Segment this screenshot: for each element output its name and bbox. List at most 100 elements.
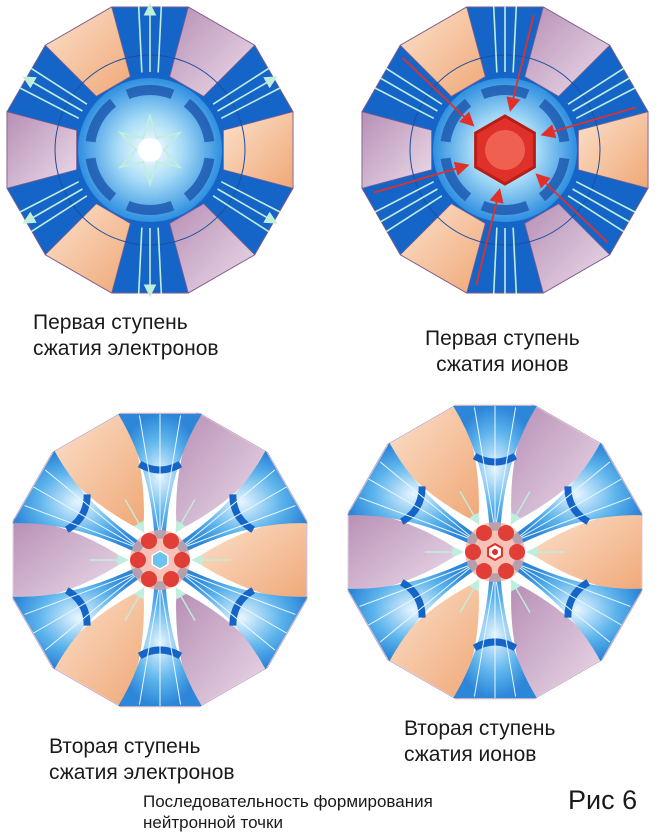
field-line	[521, 565, 631, 607]
field-line	[157, 227, 163, 294]
electron-stage-1-svg	[6, 2, 294, 298]
field-line	[379, 188, 438, 223]
ion-lobe	[498, 563, 514, 580]
caption-line: сжатия ионов	[436, 353, 569, 376]
channel	[175, 566, 308, 670]
inward-arrow	[510, 579, 531, 613]
sector	[199, 518, 307, 602]
field-line	[374, 181, 435, 213]
ion-lobe	[509, 544, 525, 560]
footer-line: Последовательность формирования	[143, 792, 433, 811]
field-line	[368, 478, 470, 538]
sector	[44, 203, 131, 294]
field-line	[160, 589, 182, 705]
channel	[510, 558, 643, 662]
field-line	[473, 407, 495, 523]
field-line	[572, 77, 631, 112]
field-line	[185, 574, 287, 634]
field-line	[359, 497, 469, 539]
ion-cluster-core	[485, 130, 525, 170]
electron-stage-2-svg	[12, 412, 308, 708]
ion-stage-2-svg	[347, 404, 643, 700]
inward-arrow	[175, 587, 196, 621]
ion-lobe	[174, 552, 190, 568]
field-line	[160, 415, 182, 531]
sector	[511, 584, 605, 700]
sector	[385, 404, 479, 520]
field-line	[520, 478, 622, 538]
field-line	[212, 67, 270, 105]
field-line	[519, 567, 611, 643]
field-line	[184, 469, 276, 545]
ion-arrow	[373, 161, 470, 194]
field-line	[473, 581, 495, 697]
field-line	[157, 6, 163, 73]
caption-line: сжатия электронов	[49, 761, 235, 784]
field-line	[185, 486, 287, 546]
sector	[176, 412, 270, 528]
figure-description: Последовательность формирования нейтронн…	[143, 791, 433, 833]
core-pole	[183, 157, 215, 202]
field-line	[137, 227, 143, 294]
caption-ion-stage-2: Вторая ступень сжатия ионов	[404, 716, 555, 768]
caption-line: Вторая ступень	[404, 717, 556, 740]
channel	[175, 450, 308, 554]
field-line	[359, 565, 469, 607]
inward-arrow	[459, 579, 480, 613]
field-line	[368, 566, 470, 626]
sector	[44, 6, 131, 97]
field-line	[575, 87, 636, 119]
ion-lobe	[476, 524, 492, 541]
ion-lobe	[163, 532, 179, 549]
field-line	[495, 581, 517, 697]
sector	[50, 412, 144, 528]
field-line	[379, 461, 471, 537]
ion-stage-1-svg	[361, 6, 649, 294]
field-line	[220, 181, 281, 213]
sector	[6, 111, 77, 189]
core-pole	[85, 98, 117, 143]
sector	[399, 203, 486, 294]
core-pole	[125, 85, 175, 100]
neutron-point	[492, 549, 498, 555]
core-pole	[440, 157, 472, 202]
field-line	[385, 67, 443, 105]
ion-lobe	[141, 532, 157, 549]
field-line	[492, 227, 498, 294]
ion-arrow	[540, 106, 637, 139]
ion-lobe	[465, 544, 481, 560]
channel	[12, 566, 145, 670]
sector	[524, 6, 611, 97]
sector	[524, 203, 611, 294]
diagram-electron-stage-2	[5, 405, 315, 715]
field-line	[19, 87, 80, 119]
core-pole	[440, 98, 472, 143]
field-line	[572, 188, 631, 223]
ion-arrow	[475, 188, 504, 286]
sector	[13, 518, 121, 602]
sector	[385, 584, 479, 700]
caption-line: Вторая ступень	[49, 735, 201, 758]
sector	[169, 6, 256, 97]
sector	[577, 111, 649, 189]
core-pole	[538, 98, 570, 143]
caption-electron-stage-1: Первая ступень сжатия электронов	[33, 310, 219, 362]
field-line	[33, 574, 135, 634]
channel	[12, 450, 145, 554]
field-line	[385, 195, 443, 233]
field-line	[567, 67, 625, 105]
core-pole	[480, 200, 530, 215]
caption-line: Первая ступень	[33, 311, 188, 334]
sector	[50, 592, 144, 708]
caption-line: сжатия электронов	[33, 337, 219, 360]
field-line	[575, 181, 636, 213]
sector	[169, 203, 256, 294]
sector	[399, 6, 486, 97]
field-line	[520, 566, 622, 626]
caption-line: сжатия ионов	[404, 743, 537, 766]
field-line	[521, 497, 631, 539]
field-line	[379, 567, 471, 643]
caption-ion-stage-1: Первая ступень сжатия ионов	[425, 326, 580, 378]
field-line	[512, 6, 518, 73]
field-line	[492, 6, 498, 73]
